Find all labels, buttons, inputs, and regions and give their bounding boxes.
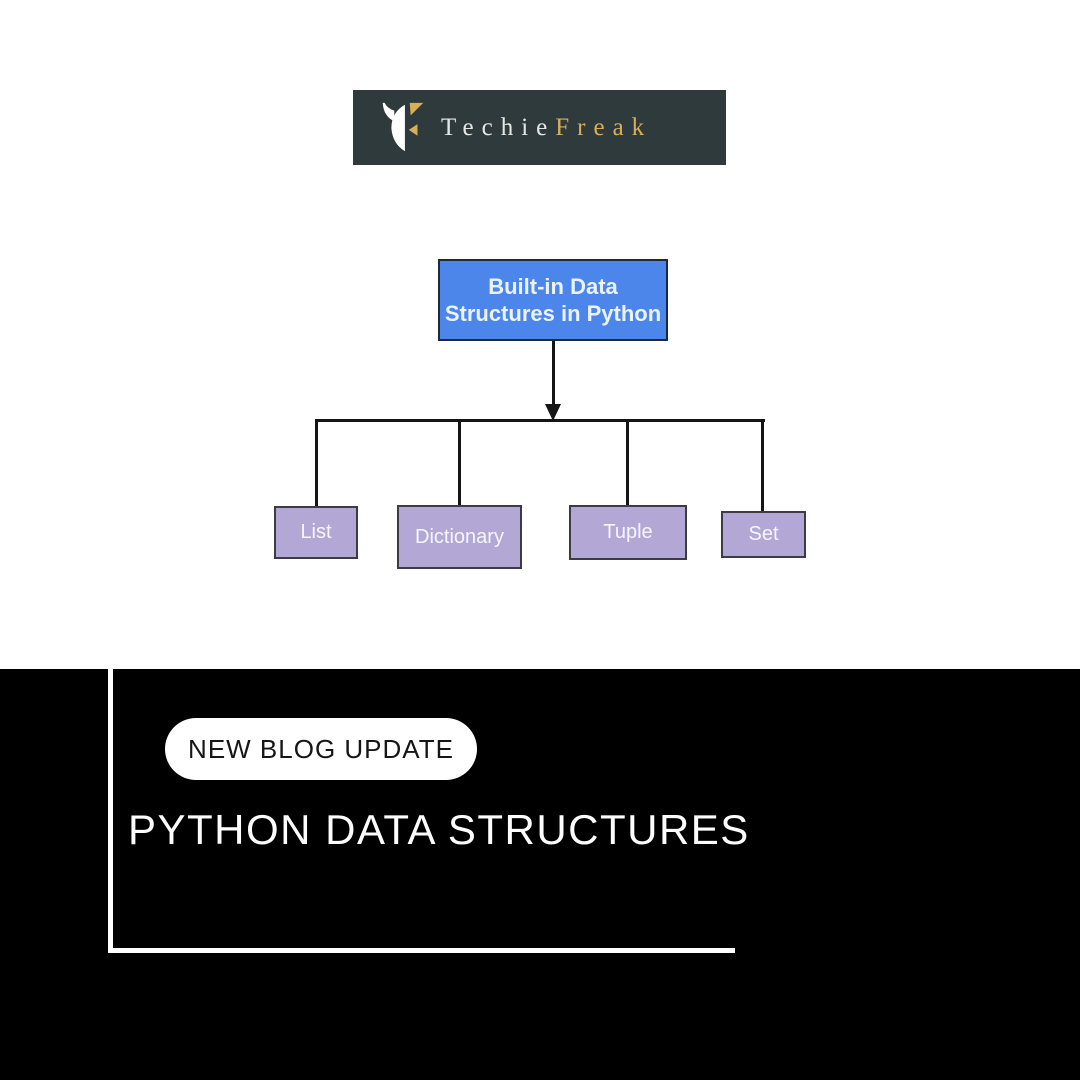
post-title: PYTHON DATA STRUCTURES	[128, 806, 750, 853]
node-list-label: List	[300, 521, 332, 543]
node-set-label: Set	[748, 523, 779, 545]
connector-drop-dictionary	[458, 419, 461, 506]
connector-root-stem	[552, 341, 555, 406]
root-node-builtin-data-structures: Built-in Data Structures in Python	[438, 259, 668, 341]
brand-name: TechieFreak	[441, 114, 652, 142]
new-blog-update-badge: NEW BLOG UPDATE	[165, 718, 477, 780]
node-tuple-label: Tuple	[603, 521, 653, 543]
data-structures-diagram: Built-in Data Structures in Python List …	[274, 259, 806, 569]
node-tuple: Tuple	[569, 505, 687, 560]
root-node-label-line2: Structures in Python	[444, 301, 662, 326]
announcement-banner: NEW BLOG UPDATE PYTHON DATA STRUCTURES	[0, 669, 1080, 1080]
node-set: Set	[721, 511, 806, 558]
frame-vertical-line	[108, 669, 113, 953]
brand-name-freak: Freak	[555, 113, 653, 141]
badge-label: NEW BLOG UPDATE	[188, 733, 454, 764]
node-dictionary-label: Dictionary	[415, 525, 504, 548]
techiefreak-logo-icon	[373, 97, 431, 159]
root-node-label-line1: Built-in Data	[488, 274, 618, 299]
node-dictionary: Dictionary	[397, 505, 522, 569]
brand-logo-banner: TechieFreak	[353, 90, 726, 165]
connector-drop-tuple	[626, 419, 629, 506]
connector-drop-list	[315, 419, 318, 507]
node-list: List	[274, 506, 358, 559]
frame-horizontal-line	[108, 948, 735, 953]
connector-drop-set	[761, 419, 764, 512]
brand-name-techie: Techie	[441, 113, 556, 141]
arrowhead-down-icon	[545, 404, 561, 421]
connector-horizontal-bus	[315, 419, 765, 422]
